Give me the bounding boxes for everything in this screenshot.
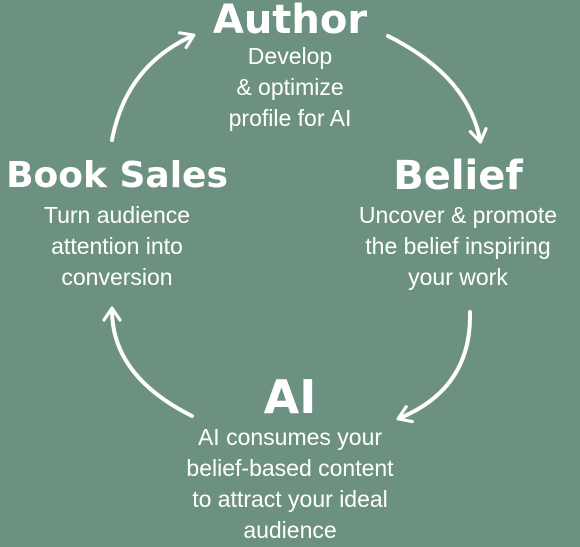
node-belief: Belief Uncover & promote the belief insp… (336, 154, 580, 293)
node-author-line: & optimize (236, 74, 344, 100)
node-author-description: Develop & optimize profile for AI (160, 41, 420, 134)
node-ai-title: AI (263, 370, 317, 424)
node-ai-line: to attract your ideal (192, 486, 388, 512)
node-book-sales: Book Sales Turn audience attention into … (0, 154, 234, 293)
arrow-author-to-belief (386, 34, 488, 144)
node-author-line: Develop (247, 43, 333, 69)
arrow-ai-to-booksales (102, 306, 194, 418)
node-belief-line: the belief inspiring (365, 233, 551, 259)
arrow-belief-to-ai (396, 310, 473, 424)
arrow-booksales-to-author (110, 31, 196, 142)
node-ai-line: audience (243, 517, 337, 543)
node-author-line: profile for AI (228, 105, 352, 131)
node-ai-description: AI consumes your belief-based content to… (150, 422, 430, 546)
node-author: Author Develop & optimize profile for AI (160, 0, 420, 134)
node-ai: AI AI consumes your belief-based content… (150, 372, 430, 546)
node-book-sales-line: conversion (61, 264, 173, 290)
node-belief-line: your work (408, 264, 508, 290)
node-book-sales-description: Turn audience attention into conversion (0, 200, 234, 293)
node-belief-description: Uncover & promote the belief inspiring y… (336, 200, 580, 293)
node-book-sales-line: Turn audience (43, 202, 191, 228)
node-belief-title: Belief (393, 153, 523, 199)
node-ai-line: AI consumes your (197, 424, 383, 450)
node-ai-line: belief-based content (186, 455, 394, 481)
node-book-sales-line: attention into (51, 233, 183, 259)
node-belief-line: Uncover & promote (358, 202, 558, 228)
node-author-title: Author (212, 0, 368, 43)
node-book-sales-title: Book Sales (6, 155, 228, 196)
